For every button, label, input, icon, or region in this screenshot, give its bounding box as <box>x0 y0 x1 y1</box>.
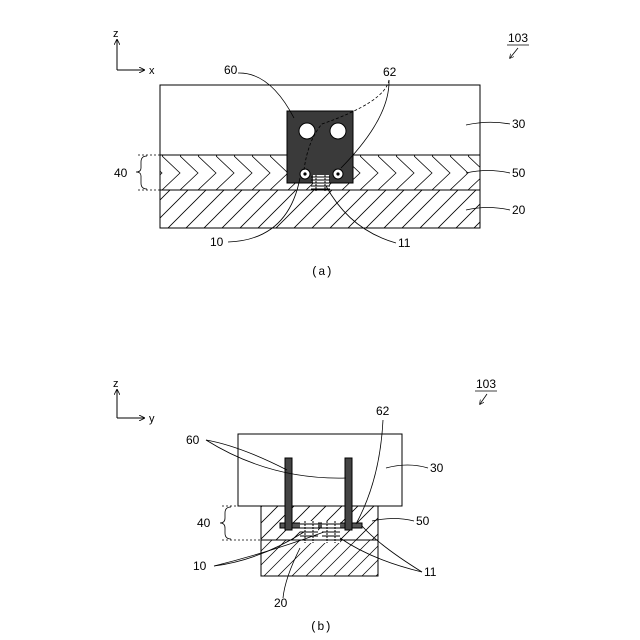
ref-arrow <box>510 48 518 58</box>
x-axis-label: x <box>149 65 155 77</box>
pin-lower-right <box>336 172 339 175</box>
label-11-b: 11 <box>424 565 437 579</box>
y-axis-label-b: y <box>149 413 155 425</box>
pin-lower-left <box>303 172 306 175</box>
reference-103-b: 103 <box>475 377 497 404</box>
label-20-b: 20 <box>274 596 288 610</box>
axes-a: z x <box>113 28 155 77</box>
label-30-b: 30 <box>430 461 444 475</box>
caption-a: (a) <box>311 265 333 279</box>
z-axis-label-b: z <box>113 378 119 390</box>
label-60: 60 <box>224 63 238 77</box>
label-40: 40 <box>114 166 128 180</box>
hole-upper-left <box>299 123 315 139</box>
label-62: 62 <box>383 65 397 79</box>
bracket-40-b: 40 <box>197 506 261 540</box>
label-50-b: 50 <box>416 514 430 528</box>
substrate-20-b <box>261 540 378 576</box>
bracket-40-a: 40 <box>114 155 160 190</box>
label-50: 50 <box>512 166 526 180</box>
label-62-b: 62 <box>376 404 390 418</box>
reference-103-a: 103 <box>507 31 529 58</box>
hole-upper-right <box>330 123 346 139</box>
caption-b: (b) <box>310 620 332 634</box>
ref-number-b: 103 <box>476 377 496 391</box>
layer-30-b <box>238 434 402 506</box>
pin-60-left <box>285 458 292 530</box>
label-20: 20 <box>512 203 526 217</box>
substrate-20 <box>160 190 480 228</box>
label-40-b: 40 <box>197 516 211 530</box>
figure-b: z y 103 <box>113 377 497 634</box>
label-60-b: 60 <box>186 433 200 447</box>
label-11: 11 <box>398 236 411 250</box>
figure-a: z x 103 <box>113 28 529 279</box>
label-10: 10 <box>210 235 224 249</box>
z-axis-label: z <box>113 28 119 40</box>
label-10-b: 10 <box>193 559 207 573</box>
ref-number: 103 <box>508 31 528 45</box>
pin-60-right <box>345 458 352 530</box>
axes-b: z y <box>113 378 155 425</box>
label-30: 30 <box>512 117 526 131</box>
